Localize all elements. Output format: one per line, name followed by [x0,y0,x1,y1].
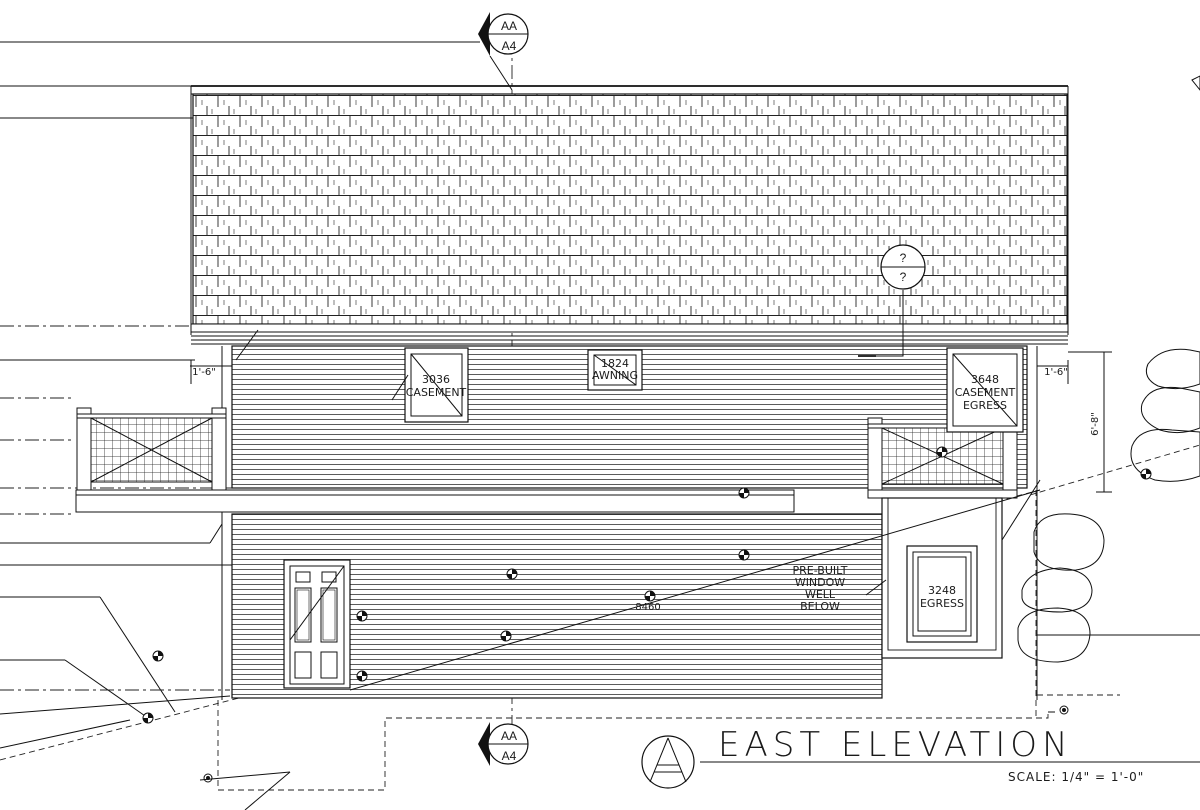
window-well-line-2: WINDOW [795,576,845,589]
spot-marker [738,549,750,561]
section-top-upper: AA [501,19,517,33]
detail-marker[interactable]: ? ? [880,244,926,290]
window-3648-type2: EGRESS [963,399,1007,412]
window-1824-type: AWNING [592,369,638,382]
spot-marker [644,590,656,602]
dim-wall-height: 6'-8" [1068,351,1112,493]
detail-lower: ? [900,270,907,284]
spot-marker [936,446,948,458]
drawing-title: EAST ELEVATION [718,725,1073,765]
section-top-lower: A4 [502,39,517,53]
window-3648-casement-egress: 3648 CASEMENT EGRESS [946,347,1024,433]
spot-elevations [142,446,1152,783]
detail-upper: ? [900,251,907,265]
dim-wall-height-text: 6'-8" [1090,412,1101,436]
window-3036-size: 3036 [422,373,450,386]
entry-door [283,559,351,689]
window-1824-size: 1824 [601,357,629,370]
dim-right-overhang: 1'-6" [1037,360,1069,384]
drawing-scale: SCALE: 1/4" = 1'-0" [1008,770,1144,784]
window-1824-awning: 1824 AWNING [587,349,643,391]
section-marker-top[interactable]: AA A4 [478,12,529,91]
floor-band [75,489,795,513]
dim-left-overhang-text: 1'-6" [192,367,216,378]
spot-marker [356,610,368,622]
spot-marker [356,670,368,682]
section-bottom-lower: A4 [502,749,517,763]
spot-marker [500,630,512,642]
title-block: EAST ELEVATION SCALE: 1/4" = 1'-0" [641,725,1200,789]
grade-lines [199,444,1200,810]
window-well-line-1: PRE-BUILT [793,564,848,577]
left-deck-railing [76,407,227,491]
section-marker-bottom[interactable]: AA A4 [478,722,529,766]
title-symbol [641,735,695,789]
window-3248-egress: 3248 EGRESS [906,545,978,643]
door-size-label: 8460 [635,602,660,613]
window-well-line-4: BELOW [800,600,840,613]
spot-marker [1140,468,1152,480]
window-3648-type1: CASEMENT [955,386,1016,399]
dim-left-overhang: 1'-6" [190,360,232,384]
window-3036-casement: 3036 CASEMENT [391,347,469,423]
dim-right-overhang-text: 1'-6" [1044,367,1068,378]
window-3248-size: 3248 [928,584,956,597]
window-well-line-3: WELL [805,588,836,601]
spot-marker [738,487,750,499]
roof [190,85,1069,345]
spot-marker [142,712,154,724]
spot-marker [152,650,164,662]
window-3036-type: CASEMENT [406,386,467,399]
window-3248-type: EGRESS [920,597,964,610]
section-bottom-upper: AA [501,729,517,743]
boulders [1017,75,1200,663]
spot-marker [506,568,518,580]
window-well-note: PRE-BUILT WINDOW WELL BELOW [793,564,887,613]
window-3648-size: 3648 [971,373,999,386]
misc-leaders [235,290,1037,720]
